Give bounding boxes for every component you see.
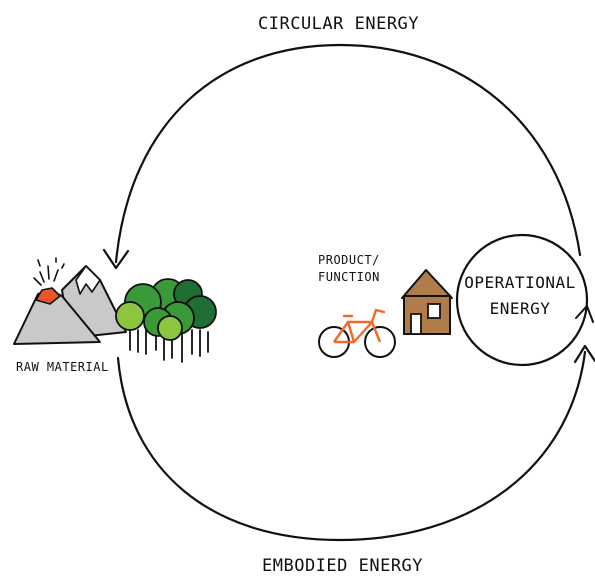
embodied-energy-label: EMBODIED ENERGY	[262, 556, 424, 576]
bicycle-icon	[318, 308, 396, 358]
tree-icon	[115, 278, 217, 363]
circular-arrowhead	[102, 248, 130, 270]
circular-energy-label: CIRCULAR ENERGY	[258, 14, 420, 34]
operational-label-line2: ENERGY	[489, 299, 551, 318]
embodied-energy-arrow	[116, 350, 587, 542]
operational-energy-circle	[455, 233, 589, 367]
operational-energy-label: OPERATIONAL ENERGY	[455, 270, 585, 322]
volcano-icon	[13, 257, 101, 345]
product-function-label: PRODUCT/ FUNCTION	[318, 252, 380, 286]
embodied-arrowhead	[573, 344, 595, 364]
house-icon	[401, 269, 453, 335]
product-label-line2: FUNCTION	[318, 270, 380, 284]
product-label-line1: PRODUCT/	[318, 253, 380, 267]
circular-energy-arrow	[114, 43, 582, 264]
operational-arrowhead	[575, 304, 594, 323]
operational-label-line1: OPERATIONAL	[464, 273, 576, 292]
raw-material-label: RAW MATERIAL	[16, 360, 109, 374]
